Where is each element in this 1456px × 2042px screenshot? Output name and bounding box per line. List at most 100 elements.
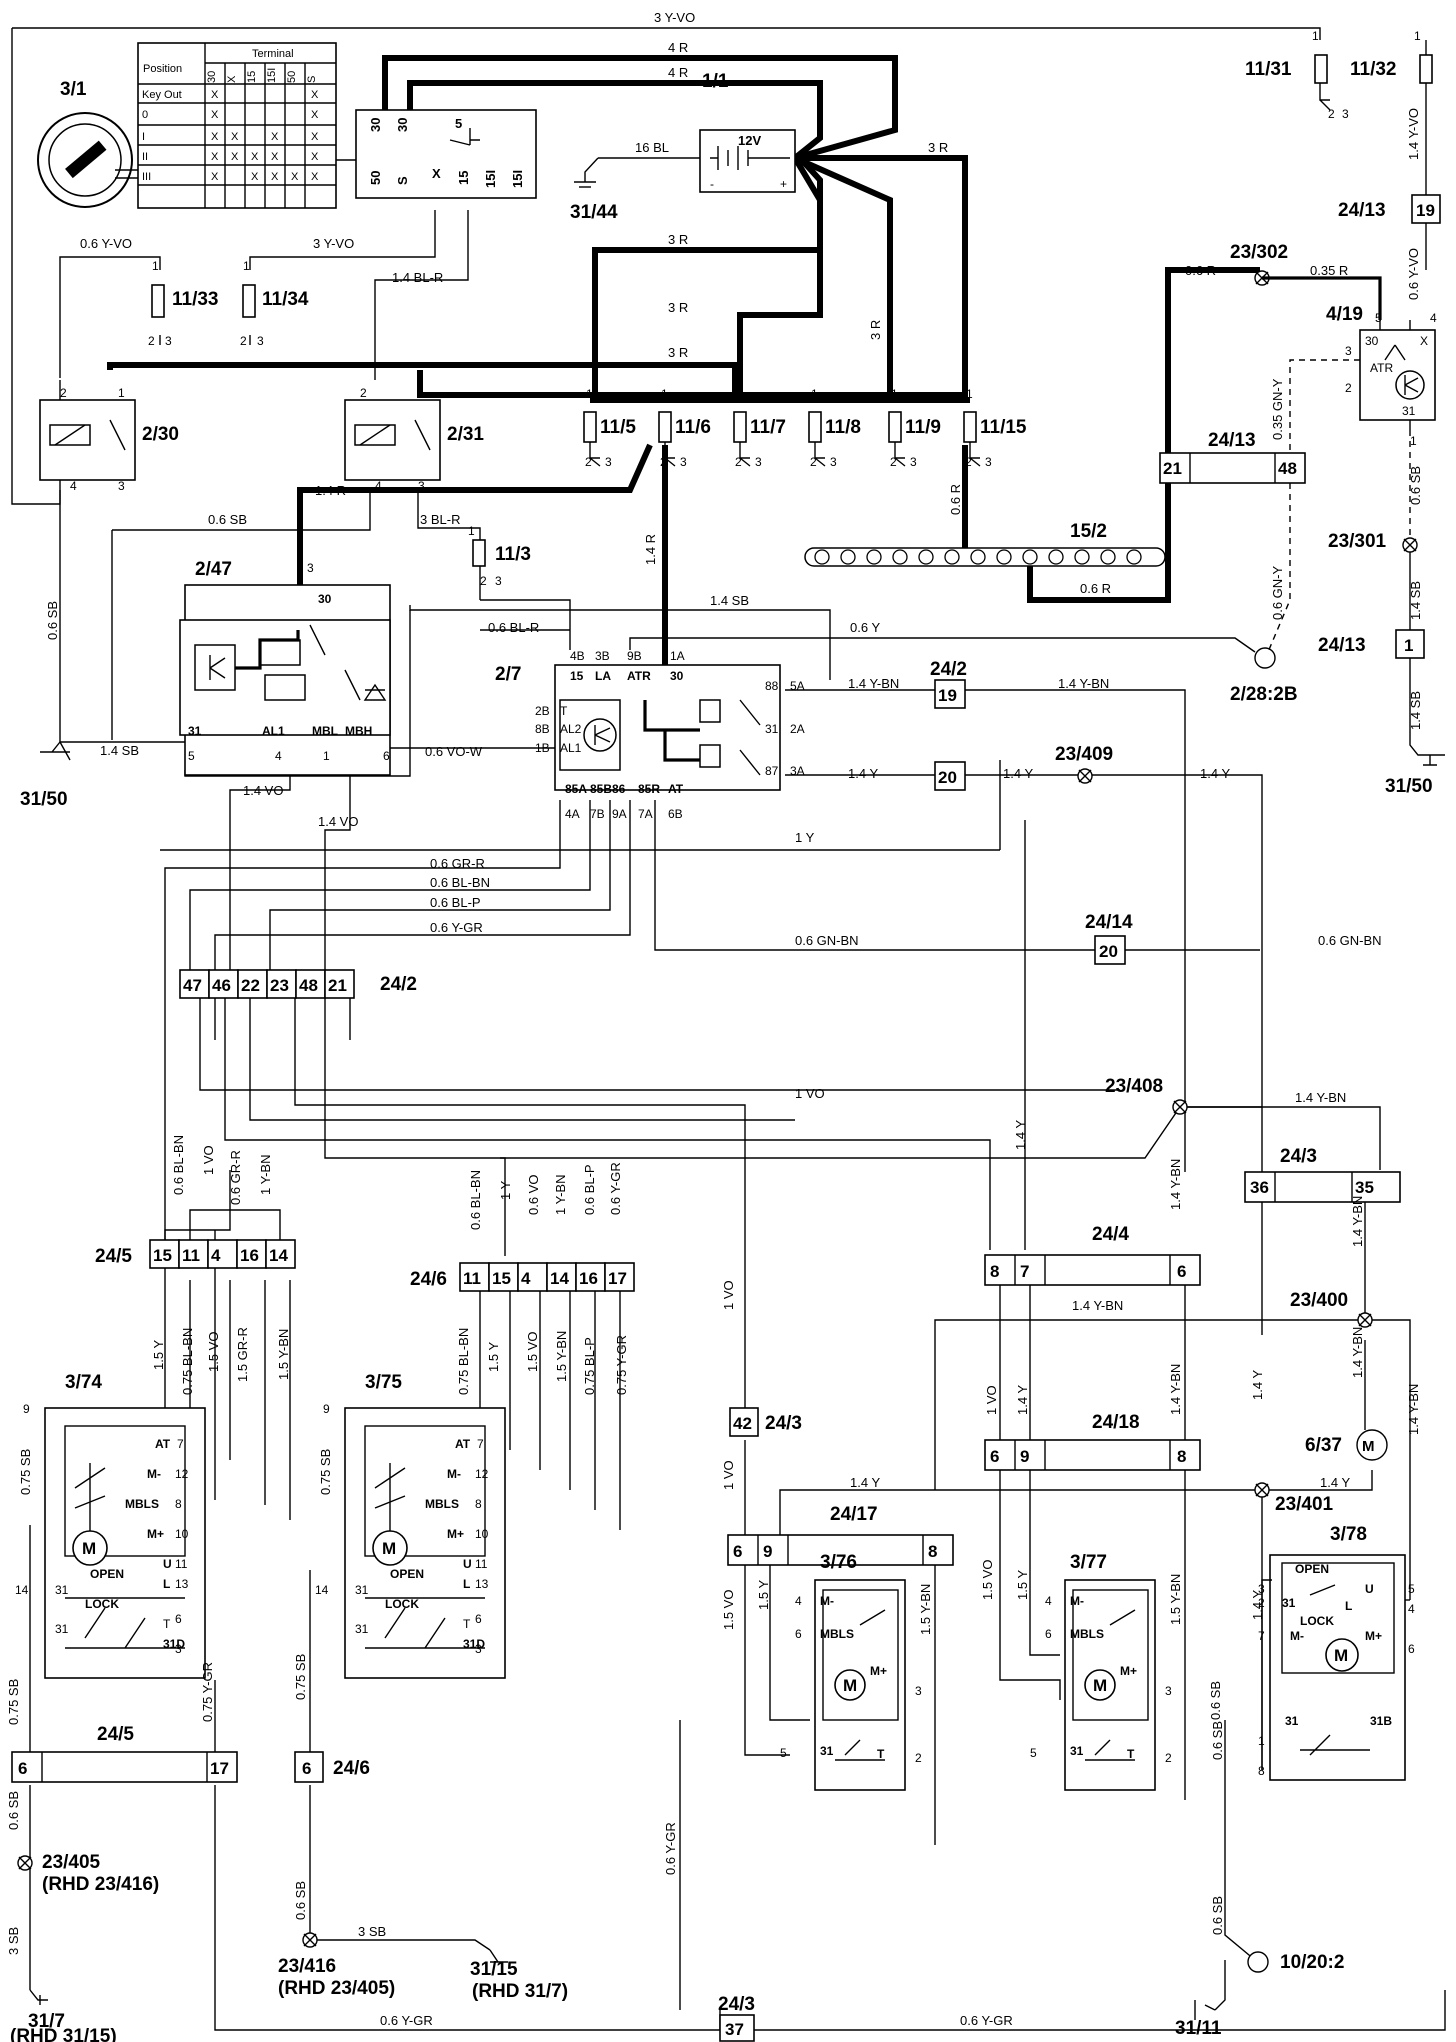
motor-m: M — [843, 1676, 857, 1695]
relay-2-47-pin: 30 — [318, 592, 332, 606]
relay-2-47-label: 2/47 — [195, 559, 232, 580]
wire-label-w-075ygr-b: 0.75 Y-GR — [200, 1662, 215, 1722]
lock-pin: 4 — [1408, 1602, 1415, 1616]
splice-23-400-label: 23/400 — [1290, 1290, 1348, 1311]
wire-label-w-06r-c: 0.6 R — [1080, 581, 1111, 596]
connector-24-2-a: 24/2 19 20 23/409 — [930, 659, 1113, 791]
connector-pin: 6 — [990, 1447, 999, 1466]
lock-pin: 31D — [463, 1637, 485, 1651]
connector-24-6-top-label: 24/6 — [410, 1269, 447, 1290]
wire-label-w-06yvo-r: 0.6 Y-VO — [1406, 248, 1421, 300]
wire-label-w-14sb-l: 1.4 SB — [100, 743, 139, 758]
svg-text:35: 35 — [1355, 1178, 1374, 1197]
relay-2-47-pin: 6 — [383, 749, 390, 763]
wire-label-w-14ybn-b: 1.4 Y-BN — [1058, 676, 1109, 691]
lock-pin: 6 — [475, 1612, 482, 1626]
table-terminal-0: 30 — [206, 71, 218, 83]
lock-pin: 6 — [1408, 1642, 1415, 1656]
ref-10-20-2-label: 10/20:2 — [1280, 1952, 1344, 1973]
lock-pin: AT — [455, 1437, 471, 1451]
wire-label-w-14r-v: 1.4 R — [643, 534, 658, 565]
connector-pin: 14 — [550, 1269, 569, 1288]
wire-label-w-4r-a: 4 R — [668, 40, 688, 55]
connector-24-14: 24/14 20 — [1085, 912, 1133, 965]
connector-pin: 46 — [212, 976, 231, 995]
wire-label-w-3r-b: 3 R — [668, 232, 688, 247]
relay-pin: 3 — [418, 479, 425, 493]
connector-pin: 17 — [608, 1269, 627, 1288]
lock-pin: 13 — [175, 1577, 189, 1591]
wire-label-w-14vo-a: 1.4 VO — [243, 783, 283, 798]
battery-label: 1/1 — [702, 71, 729, 92]
fuse-11-5 — [583, 411, 597, 443]
lock-pin: 31 — [1070, 1744, 1084, 1758]
fuse-pin: 3 — [495, 574, 502, 588]
wire-label-w-1ybn-b: 1 Y-BN — [553, 1175, 568, 1215]
wires-heavy — [107, 55, 1260, 723]
connector-pin: 8 — [990, 1262, 999, 1281]
fuse-pin-1: 1 — [586, 387, 593, 401]
lock-pin: 10 — [475, 1527, 489, 1541]
fuse-11-15 — [963, 411, 977, 443]
fuse-pin: 1 — [468, 524, 475, 538]
lock-pin: M- — [1290, 1629, 1304, 1643]
lock-pin: 3 — [1165, 1684, 1172, 1698]
lock-pin: T — [877, 1747, 885, 1761]
switch-terminal-label: 15 — [456, 171, 471, 185]
module-pin: 3B — [595, 649, 610, 663]
motor-6-37-label: 6/37 — [1305, 1435, 1342, 1456]
wire-label-w-3sb-a: 3 SB — [6, 1927, 21, 1955]
connector-pin: 15 — [153, 1246, 172, 1265]
module-pin-in: AL1 — [560, 741, 582, 755]
switch-terminal-label: 5 — [455, 116, 462, 131]
ground-31-7-rhd: (RHD 31/15) — [10, 2026, 117, 2042]
motor-6-37 — [1356, 1429, 1388, 1461]
bus-15-2-label: 15/2 — [1070, 521, 1107, 542]
wire-label-w-14ybn-e: 1.4 Y-BN — [1350, 1327, 1365, 1378]
module-pin: 1A — [670, 649, 685, 663]
table-mark: X — [231, 131, 239, 143]
wire-label-w-15y-a: 1.5 Y — [756, 1580, 771, 1610]
ref-2-28-2b: 2/28:2B — [1230, 647, 1298, 705]
wire-label-w-06gnbn-b: 0.6 GN-BN — [1318, 933, 1382, 948]
wire-label-w-14y-a: 1.4 Y — [848, 766, 878, 781]
wire-label-w-15y-d: 1.5 Y — [486, 1342, 501, 1372]
table-mark: X — [231, 151, 239, 163]
wire-label-w-075sb-b: 0.75 SB — [318, 1449, 333, 1495]
fuse-11-7 — [733, 411, 747, 443]
connector-24-13-top-label: 24/13 — [1338, 200, 1386, 221]
table-mark: X — [251, 151, 259, 163]
switch-terminal-label: X — [432, 166, 441, 181]
lock-pin: 13 — [475, 1577, 489, 1591]
lock-pin: 14 — [15, 1583, 29, 1597]
table-row-position: III — [142, 171, 151, 183]
wire-label-w-14sb-r2: 1.4 SB — [1408, 691, 1423, 730]
fuse-11-32-label: 11/32 — [1350, 59, 1397, 80]
lock-pin: 31 — [820, 1744, 834, 1758]
fuse-11-31-label: 11/31 — [1245, 59, 1292, 80]
module-pin-in: AL2 — [560, 722, 582, 736]
wire-label-w-14y-b: 1.4 Y — [1003, 766, 1033, 781]
wire-label-w-075blp: 0.75 BL-P — [582, 1337, 597, 1395]
wire-label-w-06gny: 0.6 GN-Y — [1270, 565, 1285, 620]
fuse-pin-2: 2 — [585, 455, 592, 469]
connector-24-13-mid: 21 48 24/13 — [1159, 359, 1360, 653]
wire-label-w-06sb-g: 0.6 SB — [1210, 1721, 1225, 1760]
module-pin: 2A — [790, 722, 805, 736]
lock-pin: 12 — [475, 1467, 489, 1481]
ignition-switch-label: 3/1 — [60, 79, 87, 100]
relay-2-47-pin: 5 — [188, 749, 195, 763]
lock-pin: LOCK — [385, 1597, 419, 1611]
table-mark: X — [311, 89, 319, 101]
wire-label-w-06blp: 0.6 BL-P — [430, 895, 481, 910]
splice-23-416-rhd: (RHD 23/405) — [278, 1978, 395, 1999]
wire-label-w-1y-b: 1 Y — [498, 1180, 513, 1200]
alarm-pin: 30 — [1365, 334, 1379, 348]
wire-label-w-15y-c: 1.5 Y — [151, 1340, 166, 1370]
module-pin: 3A — [790, 764, 805, 778]
connector-pin: 6 — [18, 1759, 27, 1778]
